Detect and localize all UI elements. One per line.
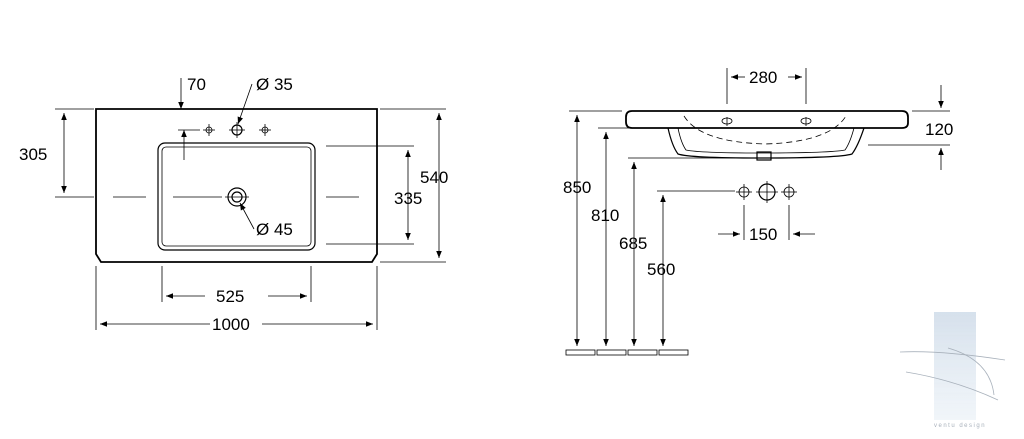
waste-outlet [225,187,249,207]
watermark-curve [947,347,995,396]
dim-335-label: 335 [394,189,422,208]
plan-view: 70 Ø 35 Ø 45 305 335 540 525 1000 [19,75,448,334]
floor-plate-685 [627,349,658,356]
basin-bowl-inner [677,127,855,154]
side-view: 280 120 850 810 685 560 [563,68,953,356]
watermark-logo: ventu design [899,312,1006,429]
watermark-arc-2 [905,371,999,401]
dim-305-label: 305 [19,145,47,164]
waste-spigot [756,151,772,161]
tap-hole-left [203,124,215,136]
dim-70-label: 70 [187,75,206,94]
bowl-inner [161,146,312,247]
dim-810-label: 810 [591,206,619,225]
dim-280-label: 280 [749,68,777,87]
dim-d45-leader [239,202,255,230]
dim-120-label: 120 [925,120,953,139]
basin-bowl-body [667,127,865,159]
dim-540-label: 540 [420,168,448,187]
watermark-text: ventu design [934,423,986,429]
dim-d35-label: Ø 35 [256,75,293,94]
basin-rim [625,110,909,129]
dim-525-label: 525 [216,287,244,306]
basin-outline [95,108,378,263]
watermark-arc [899,351,1006,361]
tap-hole-right [259,124,271,136]
watermark-bar [934,312,976,420]
dim-685-label: 685 [619,234,647,253]
dim-d45-label: Ø 45 [256,220,293,239]
tap-hole-centre [229,122,245,138]
dim-1000-label: 1000 [212,315,250,334]
dim-850-label: 850 [563,178,591,197]
bowl-dashed-profile [683,115,847,145]
floor-plate-810 [596,349,627,356]
tap-hole-left-side [721,117,733,125]
dim-d35-leader [237,83,253,125]
dim-150-label: 150 [749,225,777,244]
floor-plate-560 [658,349,689,356]
tap-hole-set [736,181,797,203]
floor-plate-850 [565,349,596,356]
dim-560-label: 560 [647,260,675,279]
bowl-outer [157,142,316,251]
